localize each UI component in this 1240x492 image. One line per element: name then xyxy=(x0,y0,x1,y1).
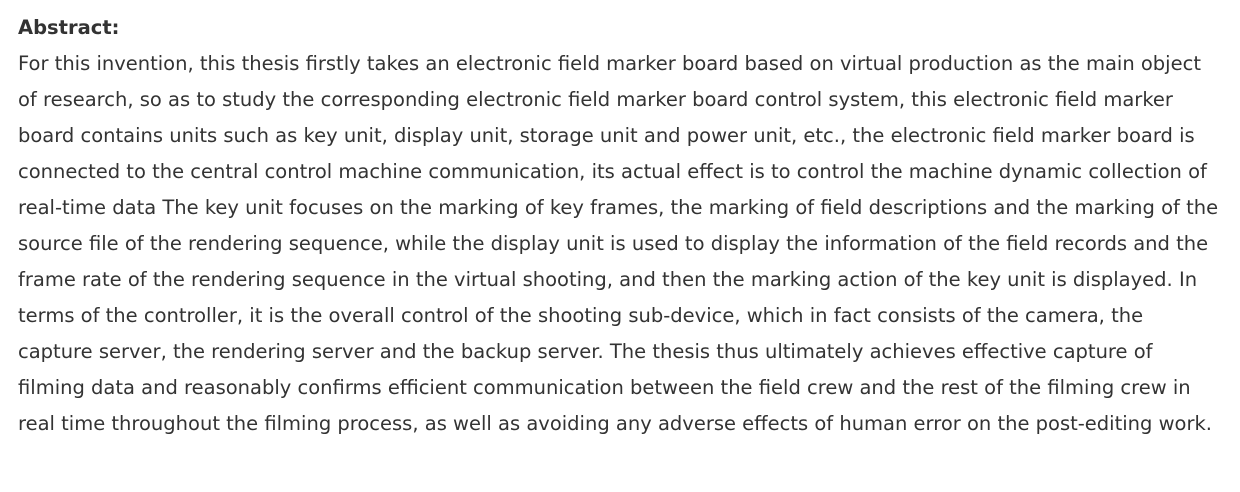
abstract-heading: Abstract: xyxy=(18,16,120,39)
abstract-section: Abstract: For this invention, this thesi… xyxy=(18,16,1219,435)
abstract-body: For this invention, this thesis firstly … xyxy=(18,52,1219,435)
